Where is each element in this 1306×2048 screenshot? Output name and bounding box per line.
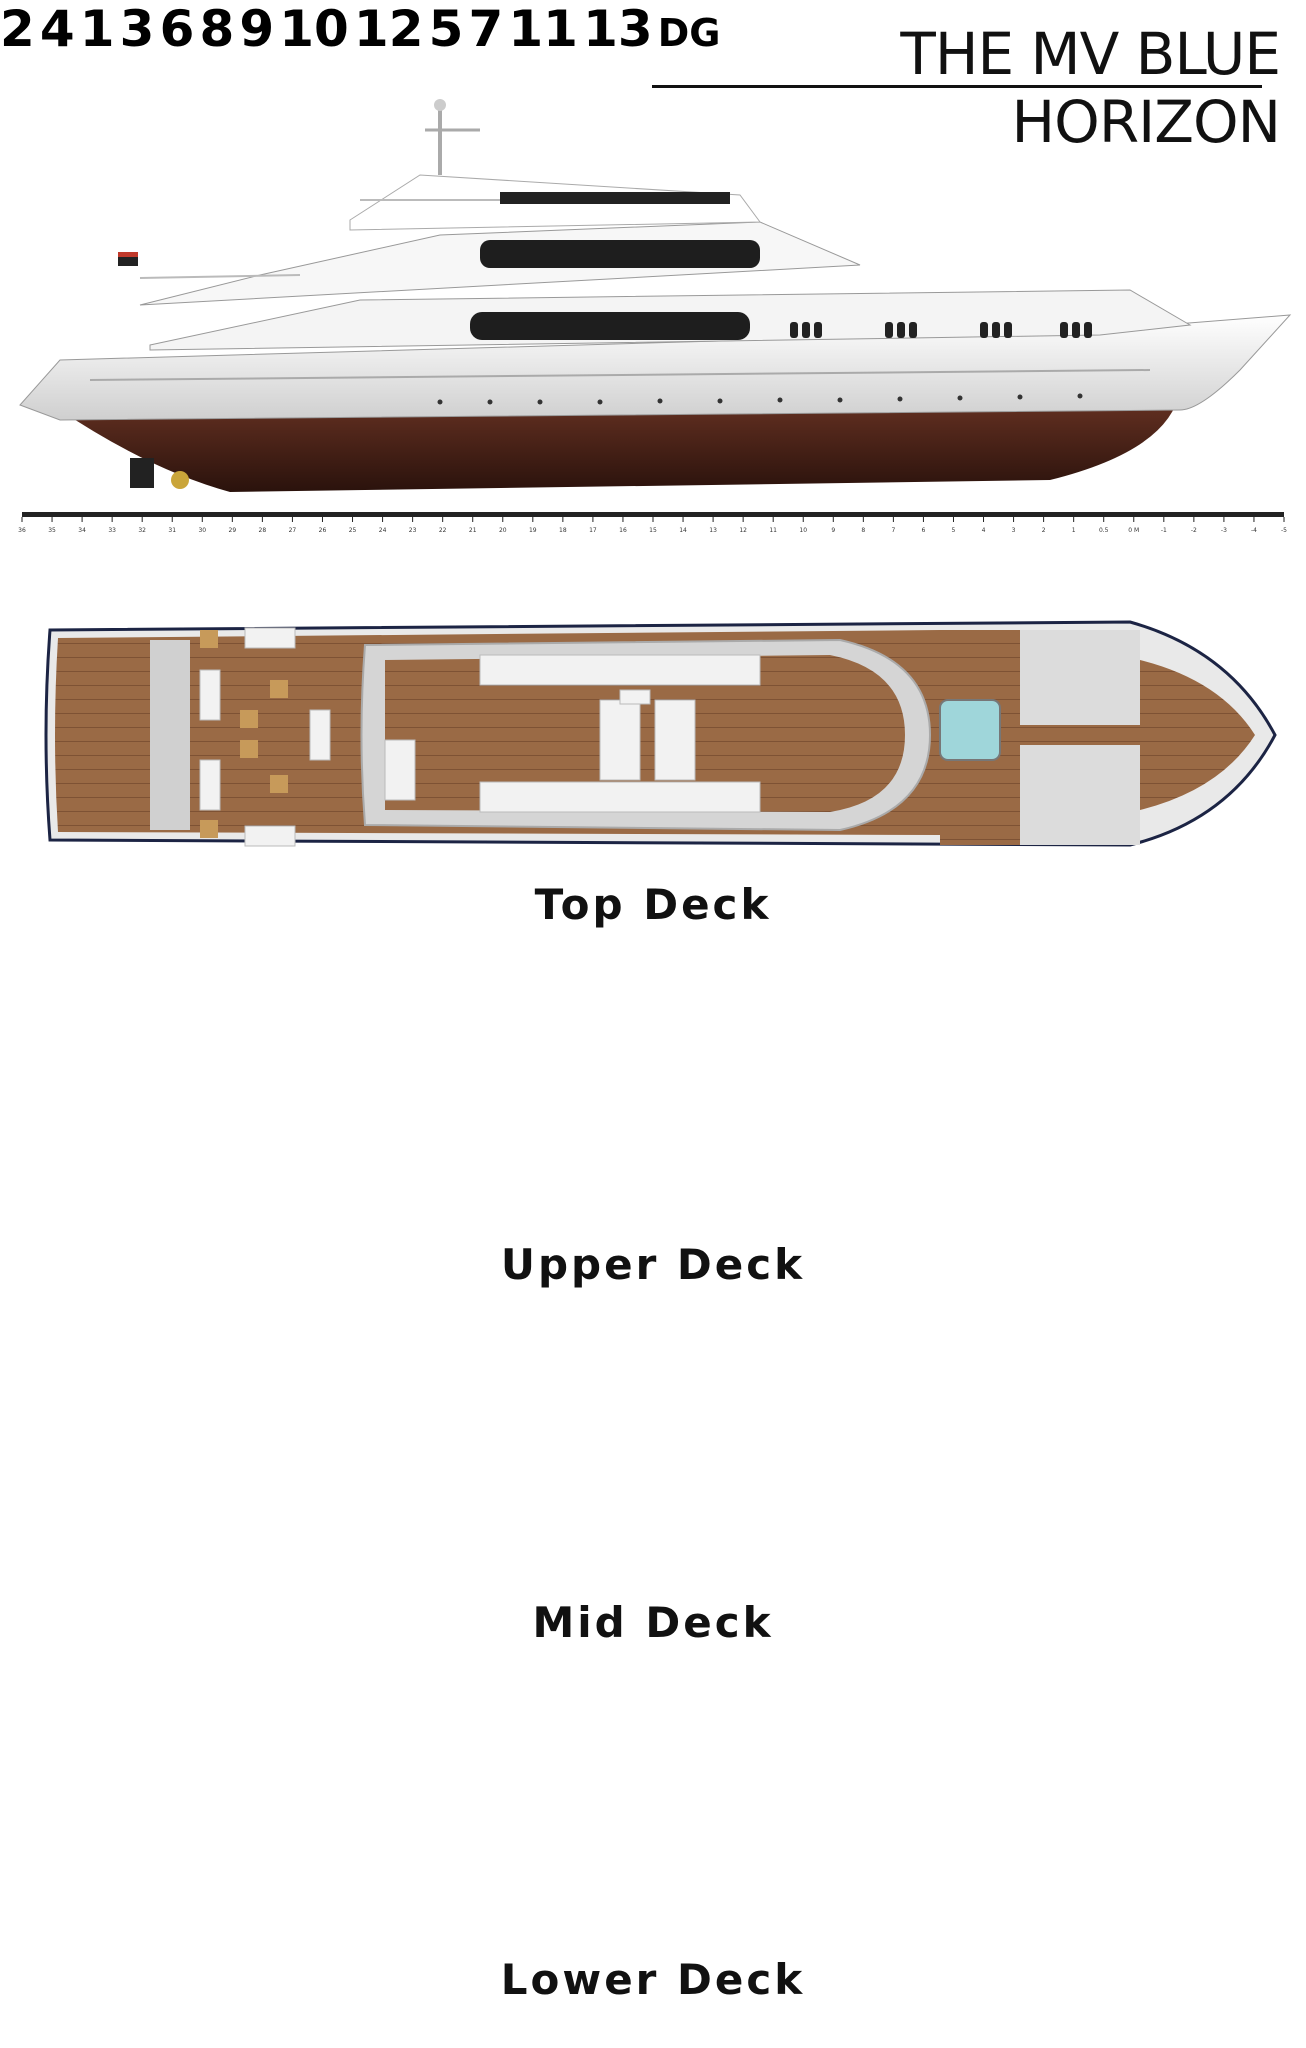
scale-tick-label: 25 [349,527,357,534]
scale-tick-label: 21 [469,527,477,534]
scale-tick-label: -1 [1161,527,1167,534]
scale-tick-label: 9 [831,527,835,534]
lower-cabin-5: 5 [428,0,464,58]
scale-tick-label: 0.5 [1099,527,1109,534]
lower-cabin-13: 13 [583,0,653,58]
scale-tick-label: 27 [289,527,297,534]
scale-tick-label: 24 [379,527,387,534]
mid-cabin-3: 3 [119,0,155,58]
scale-tick-label: 34 [78,527,86,534]
scale-tick-label: 3 [1012,527,1016,534]
lower-cabin-7: 7 [468,0,504,58]
scale-tick-label: -3 [1221,527,1227,534]
scale-tick-label: 22 [439,527,447,534]
scale-tick-label: 31 [168,527,176,534]
scale-tick-label: 7 [891,527,895,534]
scale-tick-label: 6 [922,527,926,534]
mid-cabin-2: 2 [0,0,35,58]
scale-tick-label: 15 [649,527,657,534]
scale-tick-label: -2 [1191,527,1197,534]
scale-tick-label: 2 [1042,527,1046,534]
scale-tick-label: 35 [48,527,56,534]
lower-deck-label: Lower Deck [500,1955,806,2004]
scale-tick-label: 11 [769,527,777,534]
lower-cabin-11: 11 [508,0,578,58]
scale-tick-label: 12 [739,527,747,534]
side-profile [19,99,1292,492]
scale-tick-label: 1 [1072,527,1076,534]
mid-cabin-4: 4 [39,0,75,58]
scale-tick-label: 17 [589,527,597,534]
scale-tick-label: 16 [619,527,627,534]
hull-side [19,314,1292,421]
scale-tick-label: 20 [499,527,507,534]
scale-tick-label: 26 [319,527,327,534]
upper-deck-label: Upper Deck [500,1240,806,1289]
scale-tick-label: 30 [198,527,206,534]
lower-cabin-6: 6 [159,0,195,58]
scale-tick-label: 33 [108,527,116,534]
lower-cabin-10: 10 [279,0,349,58]
scale-tick-label: 8 [861,527,865,534]
lower-cabin-12: 12 [353,0,424,58]
lower-cabin-dg: DG [657,11,721,55]
scale-tick-label: -5 [1281,527,1287,534]
scale-tick-label: 18 [559,527,567,534]
mid-cabin-1: 1 [79,0,115,58]
top-deck-plan [44,620,1277,847]
scale-tick-label: 13 [709,527,717,534]
scale-tick-label: -4 [1251,527,1257,534]
scale-tick-label: 19 [529,527,537,534]
scale-tick-label: 14 [679,527,687,534]
scale-tick-label: 0 M [1128,527,1139,534]
scale-tick-label: 32 [138,527,146,534]
scale-tick-label: 36 [18,527,26,534]
scale-tick-label: 5 [952,527,956,534]
page-title: THE MV BLUE HORIZON [900,20,1281,156]
main-salon-windows [470,312,750,340]
scale-tick-label: 23 [409,527,417,534]
scale-tick-label: 4 [982,527,986,534]
wheelhouse-windows [480,240,760,268]
scale-tick-label: 28 [259,527,267,534]
title-underline [652,85,1262,88]
top-deck-label: Top Deck [534,880,772,929]
lower-cabin-8: 8 [199,0,235,58]
scale-tick-label: 29 [229,527,237,534]
mid-deck-label: Mid Deck [532,1598,774,1647]
scale-tick-label: 10 [799,527,807,534]
lower-cabin-9: 9 [239,0,275,58]
